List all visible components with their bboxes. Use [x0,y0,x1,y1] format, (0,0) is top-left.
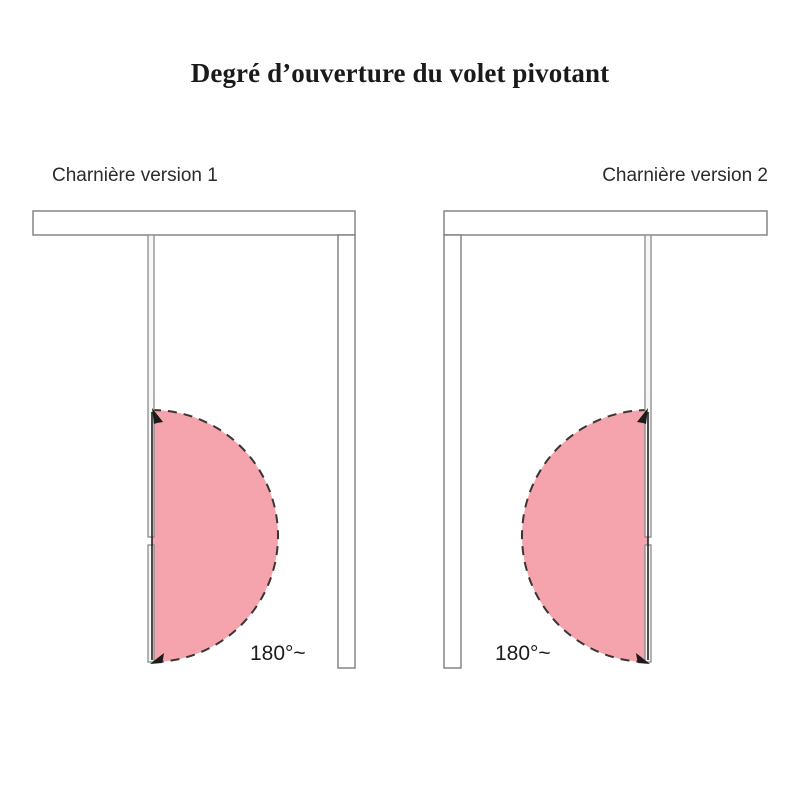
sweep-arrow-top-version-1 [152,408,163,424]
sweep-area-version-2 [522,410,648,662]
sweep-arrow-bottom-version-2 [636,653,650,664]
frame-top-bar-version-2 [444,211,767,235]
frame-top-bar-outline-version-2 [443,210,768,236]
sweep-arc-dashed-version-2 [521,409,649,663]
frame-left-post-outline-version-2 [443,234,462,669]
shutter-leaf-lower-outline-version-1 [147,544,155,663]
shutter-leaf-lower-version-1 [148,545,154,662]
angle-label-version-1: 180°~ [250,642,306,665]
frame-top-bar-version-1 [33,211,355,235]
frame-right-post-version-1 [338,235,355,668]
sweep-area-version-1 [152,410,278,662]
frame-left-post-version-2 [444,235,461,668]
sweep-arc-dashed-version-1 [151,409,279,663]
sweep-arrow-top-version-2 [637,408,648,424]
diagram-version-1: 180°~ [32,210,356,669]
frame-top-bar-outline-version-1 [32,210,356,236]
diagram-label-version-2: Charnière version 2 [602,165,768,186]
page-title: Degré d’ouverture du volet pivotant [190,58,610,88]
diagram-version-2: 180°~ [443,210,768,669]
diagram-label-version-1: Charnière version 1 [52,165,218,186]
angle-label-version-2: 180°~ [495,642,551,665]
sweep-arrow-bottom-version-1 [150,653,164,664]
shutter-leaf-upper-version-1 [148,235,154,537]
shutter-leaf-upper-outline-version-1 [147,234,155,538]
shutter-leaf-upper-version-2 [645,235,651,537]
frame-right-post-outline-version-1 [337,234,356,669]
